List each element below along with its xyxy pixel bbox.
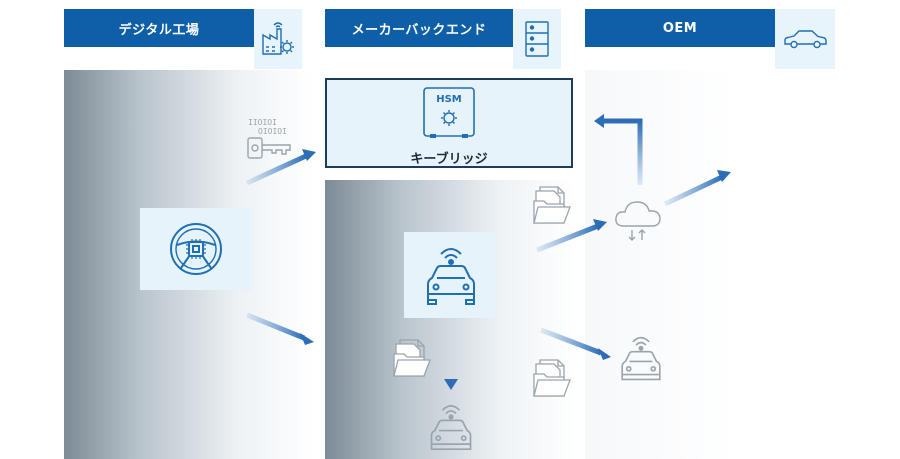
connected-car-tile <box>404 232 497 318</box>
folder-document-icon <box>393 339 431 377</box>
connected-car-icon <box>427 248 475 305</box>
arrow-key-to-bridge <box>245 149 316 186</box>
cloud-sync-icon <box>615 201 661 241</box>
column-title-oem: OEM <box>662 20 698 36</box>
server-rack-icon <box>513 9 561 69</box>
hsm-safe-icon <box>423 87 475 138</box>
binary-code-label: IIOIOI OIOIOI <box>248 118 287 136</box>
column-header-factory: デジタル工場 <box>64 9 254 47</box>
column-header-oem: OEM <box>585 9 775 47</box>
backend-column-background <box>325 180 575 459</box>
factory-gear-icon <box>254 9 302 69</box>
arrow-factory-to-backend <box>246 312 314 345</box>
steering-wheel-chip-icon <box>170 223 222 275</box>
key-icon <box>247 137 291 159</box>
arrow-backend-to-oem-car <box>540 327 611 360</box>
column-title-backend: メーカーバックエンド <box>351 22 487 38</box>
folder-document-icon <box>533 186 571 224</box>
arrow-backend-to-cloud <box>536 219 607 253</box>
oem-column-background <box>585 70 835 459</box>
hsm-badge: HSM <box>436 94 462 105</box>
steering-wheel-tile <box>140 208 252 290</box>
car-outline-icon <box>775 9 835 69</box>
key-bridge-box: HSM キーブリッジ <box>325 78 573 168</box>
arrow-cloud-outward <box>663 170 731 207</box>
column-title-factory: デジタル工場 <box>118 22 200 38</box>
binary-line-2: OIOIOI <box>258 127 287 136</box>
column-header-backend: メーカーバックエンド <box>325 9 513 47</box>
arrow-backend-down <box>444 333 458 390</box>
arrow-cloud-to-bridge <box>594 114 643 185</box>
connected-car-icon <box>621 336 661 381</box>
key-bridge-label: キーブリッジ <box>410 152 488 167</box>
folder-document-icon <box>533 359 571 397</box>
connected-car-icon <box>430 405 472 451</box>
binary-line-1: IIOIOI <box>248 118 277 127</box>
